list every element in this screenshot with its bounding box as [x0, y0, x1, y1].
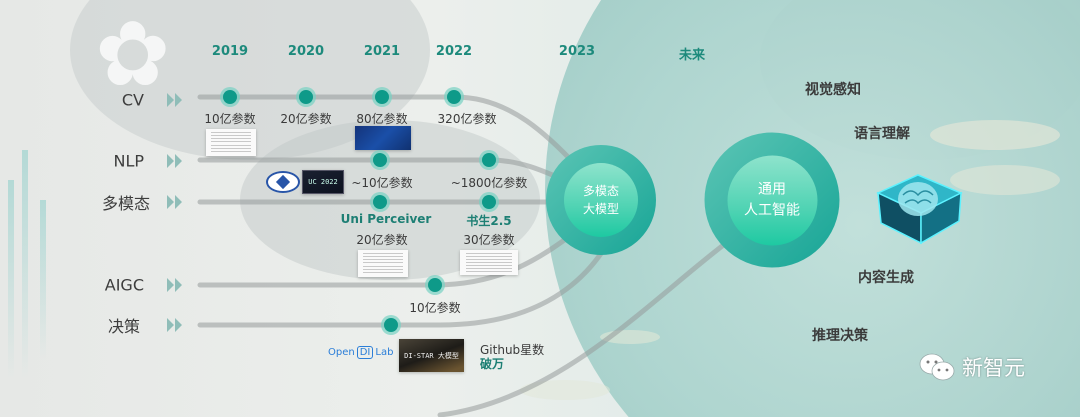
milestone-dot: [375, 90, 389, 104]
paper-thumbnail: [460, 250, 518, 275]
conference-thumbnail-text: UC 2022: [308, 178, 338, 186]
cv-2021-params: 80亿参数: [356, 112, 408, 126]
paper-thumbnail: [358, 250, 408, 277]
milestone-dot: [223, 90, 237, 104]
institution-seal-logo: [266, 171, 300, 193]
hub-line: 通用: [758, 181, 786, 197]
capability-visual-perception: 视觉感知: [805, 82, 861, 98]
hub-link-track: [437, 237, 733, 417]
agi-hub: 通用 人工智能: [704, 132, 840, 268]
chevron-right-icon: [167, 278, 182, 292]
paint-drip: [40, 200, 46, 360]
intern-2-5-params: 30亿参数: [463, 233, 515, 247]
capability-language-understanding: 语言理解: [854, 126, 910, 142]
conference-thumbnail: UC 2022: [302, 170, 344, 194]
report-cover-thumbnail: [355, 126, 411, 150]
paint-drip: [22, 150, 28, 380]
hub-line: 多模态: [582, 184, 619, 198]
github-stars-label: Github星数: [480, 343, 545, 357]
year-future: 未来: [678, 48, 706, 63]
brain-cube-icon: [876, 174, 963, 245]
chevron-right-icon: [167, 93, 182, 107]
di-star-thumbnail: DI-STAR 大模型: [399, 339, 464, 372]
milestone-dot: [373, 195, 387, 209]
capability-content-generation: 内容生成: [858, 270, 914, 286]
chevron-right-icon: [167, 154, 182, 168]
uni-perceiver-params: 20亿参数: [356, 233, 408, 247]
capability-reasoning-decision: 推理决策: [812, 328, 868, 344]
milestone-dot: [482, 153, 496, 167]
lotus-decoration: ✿: [95, 2, 171, 107]
aigc-params: 10亿参数: [409, 301, 461, 315]
milestone-dot: [373, 153, 387, 167]
uni-perceiver-name: Uni Perceiver: [340, 212, 432, 226]
category-aigc: AIGC: [104, 275, 144, 295]
nlp-2021-params: ~10亿参数: [351, 176, 413, 190]
category-multimodal: 多模态: [101, 194, 150, 213]
di-star-thumbnail-text: DI-STAR 大模型: [404, 351, 459, 360]
lily-pad: [950, 165, 1060, 195]
github-stars-value: 破万: [480, 357, 505, 371]
watermark-text: 新智元: [962, 356, 1025, 380]
year-2020: 2020: [287, 44, 325, 59]
paint-drip: [8, 180, 14, 380]
milestone-dot: [482, 195, 496, 209]
cv-2020-params: 20亿参数: [280, 112, 332, 126]
paper-thumbnail: [206, 129, 256, 156]
chevron-right-icon: [167, 318, 182, 332]
cv-2022-params: 320亿参数: [437, 112, 497, 126]
nlp-2022-params: ~1800亿参数: [450, 176, 528, 190]
milestone-dot: [384, 318, 398, 332]
lily-pad: [930, 120, 1060, 150]
category-decision: 决策: [107, 317, 140, 336]
category-nlp: NLP: [113, 151, 144, 171]
year-2019: 2019: [211, 44, 249, 59]
wechat-watermark: 新智元: [918, 352, 1025, 382]
lily-pad: [520, 380, 610, 400]
milestone-dot: [428, 278, 442, 292]
multimodal-model-hub: 多模态 大模型: [546, 145, 656, 255]
hub-line: 大模型: [582, 202, 619, 216]
cv-2019-params: 10亿参数: [204, 112, 256, 126]
intern-2-5-name: 书生2.5: [466, 214, 512, 228]
category-cv: CV: [121, 90, 144, 110]
hub-line: 人工智能: [744, 202, 800, 218]
year-2023: 2023: [558, 44, 596, 59]
year-2021: 2021: [363, 44, 401, 59]
wechat-icon: [919, 353, 955, 381]
milestone-dot: [299, 90, 313, 104]
chevron-right-icon: [167, 195, 182, 209]
year-2022: 2022: [435, 44, 473, 59]
milestone-dot: [447, 90, 461, 104]
